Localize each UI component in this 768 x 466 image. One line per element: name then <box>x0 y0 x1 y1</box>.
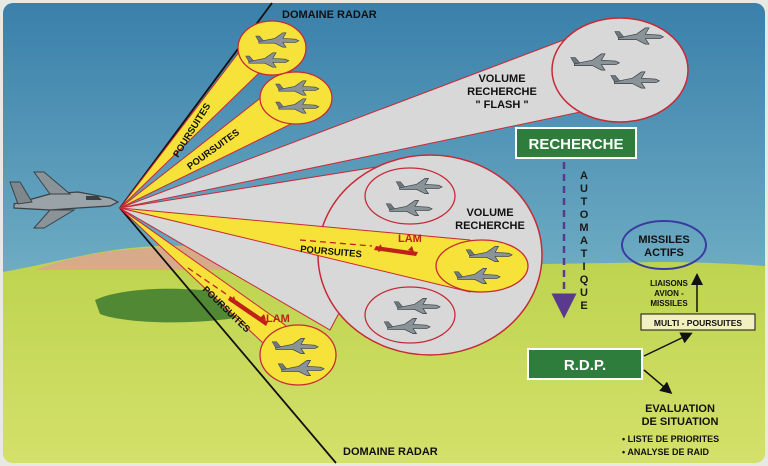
priority-list-label: • LISTE DE PRIORITES <box>622 434 719 444</box>
active-missiles-label-line2: ACTIFS <box>644 247 684 259</box>
datalink-label-line1: LIAISONS <box>650 279 688 288</box>
tracking-ellipse-3 <box>435 239 529 293</box>
domain-radar-label-bottom: DOMAINE RADAR <box>343 446 438 458</box>
datalink-label-line3: MISSILES <box>650 299 688 308</box>
rdp-to-evaluation-arrow <box>643 369 673 394</box>
rdp-box: R.D.P. <box>527 348 643 380</box>
raid-analysis-label: • ANALYSE DE RAID <box>622 447 709 457</box>
active-missiles-label-line1: MISSILES <box>638 234 689 246</box>
multi-tracking-label: MULTI - POURSUITES <box>654 318 742 328</box>
search-mode-box: RECHERCHE <box>515 127 637 159</box>
search-volume-label-line2: RECHERCHE <box>455 220 525 232</box>
evaluation-label-line1: EVALUATION <box>645 403 715 415</box>
rafale-jet-icon <box>9 171 120 229</box>
active-missiles-ellipse <box>621 220 707 270</box>
multi-tracking-box <box>640 313 756 331</box>
rdp-label: R.D.P. <box>564 357 606 374</box>
target-group-ellipse-2 <box>364 286 456 344</box>
datalink-label-line2: AVION - <box>654 289 684 298</box>
missile-icon <box>187 267 268 326</box>
tracking-label-3: POURSUITES <box>300 244 362 260</box>
flash-volume-label-line3: " FLASH " <box>475 99 528 111</box>
flash-search-volume <box>551 17 689 123</box>
domain-radar-label-top: DOMAINE RADAR <box>282 9 377 21</box>
lam-label-bottom: LAM <box>266 313 290 325</box>
search-mode-label: RECHERCHE <box>528 136 623 153</box>
search-volume-label-line1: VOLUME <box>466 207 513 219</box>
lam-label-top: LAM <box>398 233 422 245</box>
target-group-ellipse-1 <box>364 167 456 225</box>
automatic-label: AUTOMATIQUE <box>578 170 590 313</box>
evaluation-label-line2: DE SITUATION <box>642 416 719 428</box>
flash-volume-label-line1: VOLUME <box>478 73 525 85</box>
radar-domain-line-bottom <box>119 207 337 464</box>
tracking-ellipse-2 <box>259 71 333 125</box>
rdp-to-tracking-arrow <box>643 332 693 357</box>
tracking-ellipse-4 <box>259 324 337 386</box>
flash-volume-label-line2: RECHERCHE <box>467 86 537 98</box>
missile-icon <box>299 239 418 256</box>
